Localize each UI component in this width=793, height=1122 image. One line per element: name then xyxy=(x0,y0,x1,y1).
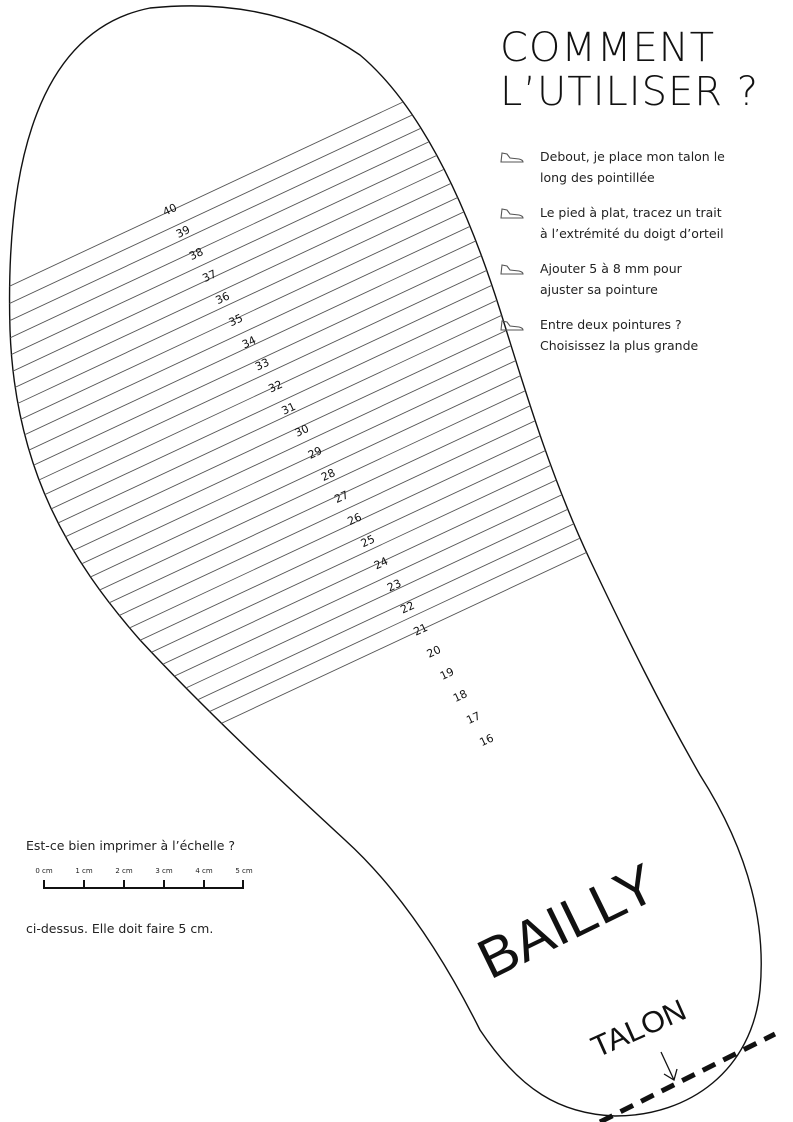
title-line-2: L’UTILISER ? xyxy=(500,69,759,115)
size-label: 34 xyxy=(240,334,258,352)
step-text-line-1: Entre deux pointures ? xyxy=(540,317,682,332)
heel-dashed-line xyxy=(598,1031,777,1122)
size-label: 23 xyxy=(385,577,403,595)
size-line xyxy=(9,429,701,768)
size-label: 16 xyxy=(478,731,496,749)
scale-check: Est-ce bien imprimer à l’échelle ? 0 cm … xyxy=(26,838,326,936)
step-text-line-1: Ajouter 5 à 8 mm pour xyxy=(540,261,682,276)
size-line xyxy=(9,343,701,682)
instruction-step: Debout, je place mon talon le long des p… xyxy=(500,146,790,188)
scale-ruler: 0 cm 1 cm 2 cm 3 cm 4 cm 5 cm xyxy=(26,867,266,895)
size-lines xyxy=(9,5,701,837)
ruler-tick xyxy=(163,880,165,889)
size-label: 37 xyxy=(200,267,218,285)
instruction-step: Entre deux pointures ? Choisissez la plu… xyxy=(500,314,790,356)
title-line-1: COMMENT xyxy=(500,25,716,71)
ruler-label: 1 cm xyxy=(75,867,93,875)
ruler-label: 2 cm xyxy=(115,867,133,875)
size-line xyxy=(9,360,701,699)
ruler-tick xyxy=(43,880,45,889)
size-label: 33 xyxy=(253,356,271,374)
size-labels: 40 39 38 37 36 35 34 33 32 31 30 29 28 27 26 25 24 23 22 21… xyxy=(161,201,496,749)
size-label: 31 xyxy=(280,400,298,418)
step-text-line-1: Debout, je place mon talon le xyxy=(540,149,725,164)
size-label: 28 xyxy=(319,466,337,484)
instruction-step: Ajouter 5 à 8 mm pour ajuster sa pointur… xyxy=(500,258,790,300)
ruler-tick xyxy=(83,880,85,889)
step-text-line-2: à l’extrémité du doigt d’orteil xyxy=(540,226,724,241)
size-label: 36 xyxy=(214,289,232,307)
step-text-line-2: Choisissez la plus grande xyxy=(540,338,699,353)
ruler-label: 0 cm xyxy=(35,867,53,875)
shoe-icon xyxy=(500,264,524,275)
heel-arrow-icon xyxy=(660,1051,678,1081)
size-label: 22 xyxy=(398,599,416,617)
size-label: 35 xyxy=(227,312,245,330)
size-label: 20 xyxy=(425,643,443,661)
size-label: 29 xyxy=(306,444,324,462)
size-line xyxy=(9,412,701,751)
ruler-tick xyxy=(242,880,244,889)
scale-note: ci-dessus. Elle doit faire 5 cm. xyxy=(26,921,214,936)
size-label: 19 xyxy=(438,665,456,683)
size-label: 40 xyxy=(161,201,179,219)
step-text-line-2: long des pointillée xyxy=(540,170,655,185)
heel-label: TALON xyxy=(586,994,691,1065)
size-label: 39 xyxy=(174,223,192,241)
ruler-label: 4 cm xyxy=(195,867,213,875)
size-label: 38 xyxy=(187,245,205,263)
size-label: 25 xyxy=(359,533,377,551)
ruler-baseline xyxy=(43,887,243,889)
instructions-list: Debout, je place mon talon le long des p… xyxy=(500,146,790,370)
size-label: 26 xyxy=(346,510,364,528)
size-label: 30 xyxy=(293,422,311,440)
size-label: 27 xyxy=(332,488,350,506)
shoe-icon xyxy=(500,152,524,163)
ruler-label: 5 cm xyxy=(235,867,253,875)
size-label: 24 xyxy=(372,555,390,573)
size-line xyxy=(9,377,701,716)
ruler-tick xyxy=(123,880,125,889)
step-text-line-2: ajuster sa pointure xyxy=(540,282,658,297)
instruction-step: Le pied à plat, tracez un trait à l’extr… xyxy=(500,202,790,244)
scale-question: Est-ce bien imprimer à l’échelle ? xyxy=(26,838,236,853)
ruler-label: 3 cm xyxy=(155,867,173,875)
size-label: 18 xyxy=(451,687,469,705)
size-line xyxy=(9,395,701,733)
brand-logo: BAILLY xyxy=(468,851,666,991)
size-label: 21 xyxy=(412,621,430,639)
ruler-tick xyxy=(203,880,205,889)
size-label: 32 xyxy=(266,378,284,396)
shoe-icon xyxy=(500,208,524,219)
size-line xyxy=(9,325,701,664)
size-line xyxy=(9,498,701,837)
size-line xyxy=(9,481,701,820)
page-title: COMMENT L’UTILISER ? xyxy=(500,26,780,114)
size-line xyxy=(9,446,701,785)
step-text-line-1: Le pied à plat, tracez un trait xyxy=(540,205,722,220)
shoe-icon xyxy=(500,320,524,331)
size-label: 17 xyxy=(464,709,482,727)
